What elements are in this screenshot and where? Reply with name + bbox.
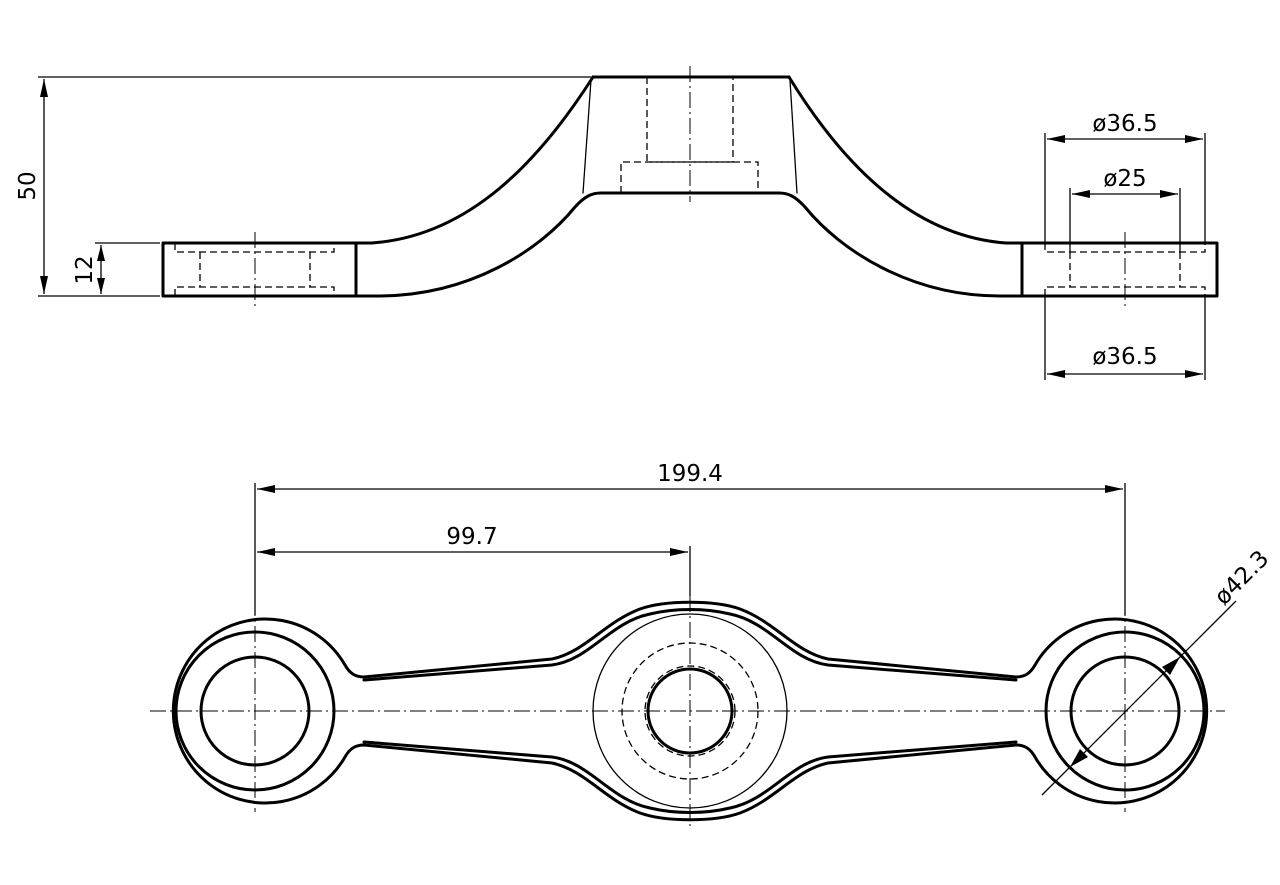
right-arm-lower-edge: [777, 191, 1024, 298]
hub-right-tangent-line: [789, 79, 798, 194]
left-pad-outline: [161, 241, 358, 298]
hub-hidden-counterbore: [620, 161, 759, 193]
dim-dia-outer-bottom: ø36.5: [1092, 344, 1157, 370]
left-pad-hidden-bore: [199, 252, 311, 287]
dim-height-flange: 12: [72, 255, 98, 284]
dim-span-total: 199.4: [657, 461, 723, 487]
hub-left-tangent-line: [582, 79, 592, 194]
right-arm-upper-edge: [787, 75, 1024, 245]
side-view-dimensions: 50 12 ø36.5 ø25 ø36.5: [15, 76, 1206, 380]
left-arm-upper-edge: [354, 75, 595, 245]
dim-dia-bore: ø25: [1103, 166, 1146, 192]
left-arm-lower-edge: [354, 191, 603, 298]
dim-span-half: 99.7: [446, 524, 497, 550]
top-view-outer-contour: [171, 600, 1209, 822]
side-view: [161, 66, 1219, 306]
dim-dia-eye: ø42.3: [1210, 546, 1275, 611]
top-view: [150, 596, 1225, 828]
dim-height-total: 50: [15, 171, 41, 200]
right-pad-outline: [1020, 241, 1219, 298]
dim-dia-outer-top: ø36.5: [1092, 111, 1157, 137]
right-pad-hidden-bore: [1069, 252, 1181, 287]
